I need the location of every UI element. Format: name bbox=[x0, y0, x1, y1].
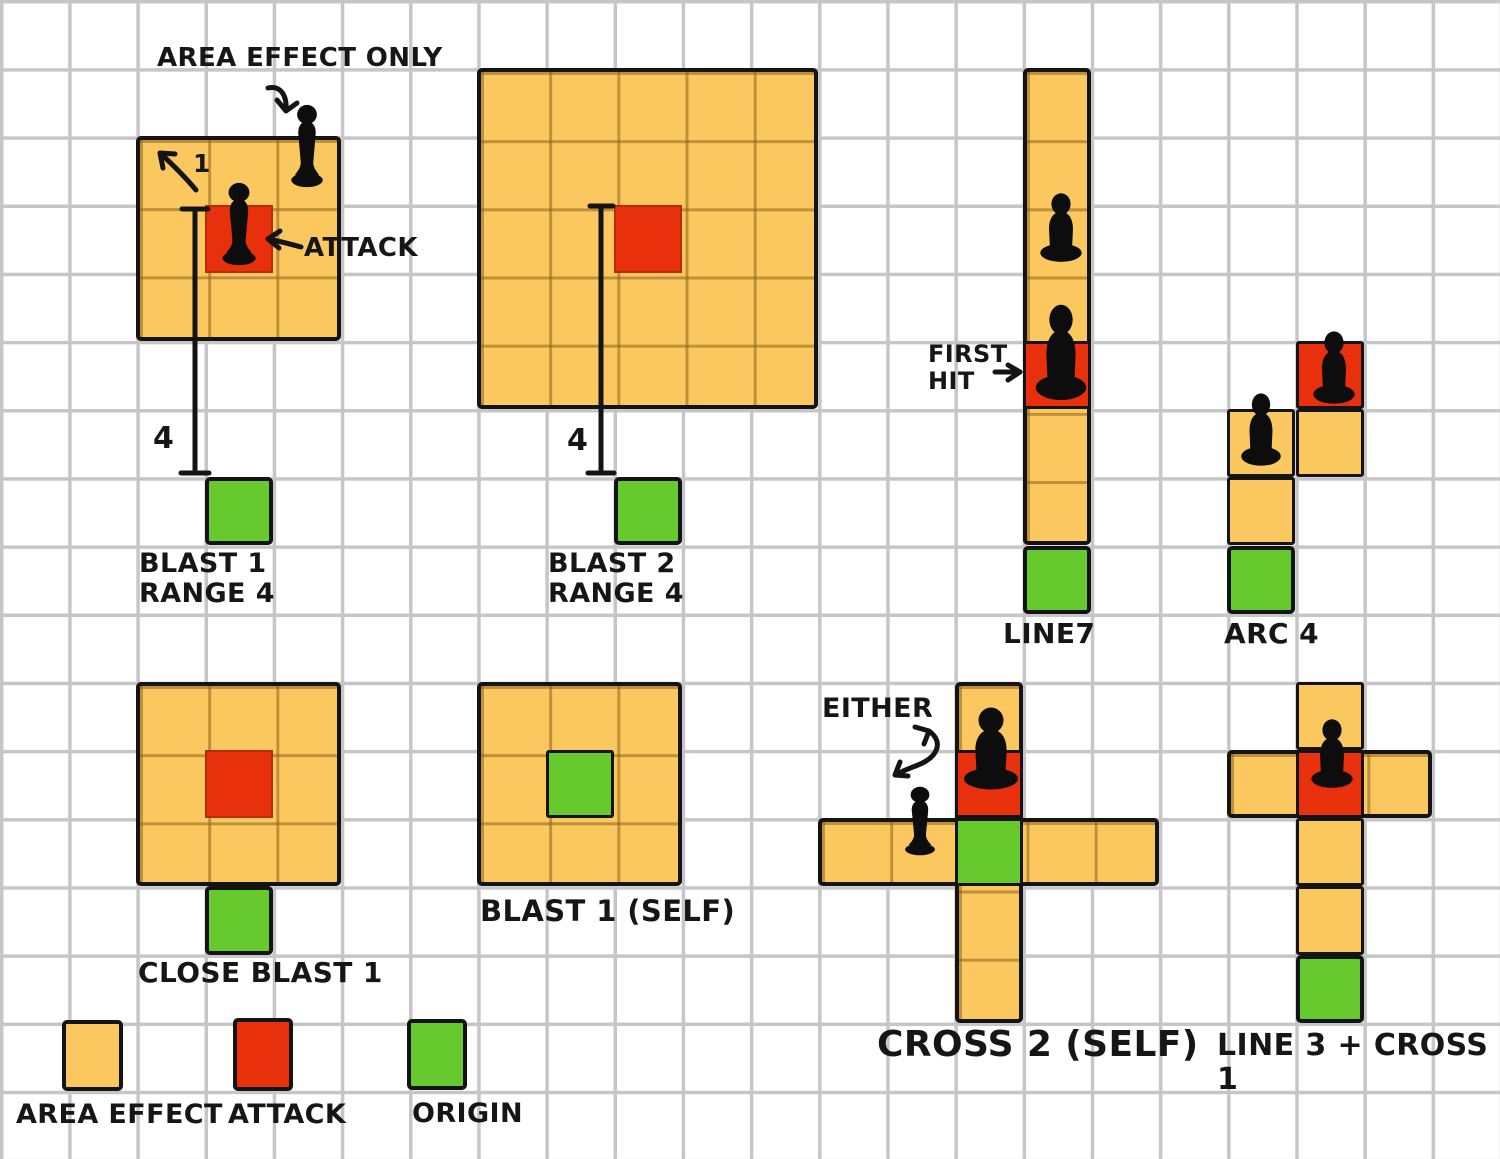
figure-cross2-attack bbox=[964, 707, 1018, 790]
figure-blast1-attack bbox=[222, 182, 256, 266]
line3cross1-line-cell-1 bbox=[1295, 818, 1364, 887]
arrow-either bbox=[892, 724, 940, 779]
caption-cross2-self: CROSS 2 (SELF) bbox=[877, 1024, 1199, 1065]
pawn-figure-template bbox=[291, 104, 323, 188]
seated-figure-template bbox=[1311, 719, 1353, 788]
blastself-origin-cell bbox=[545, 750, 614, 819]
figure-line7-mid bbox=[1040, 193, 1082, 262]
seated-figure-template bbox=[1313, 331, 1355, 404]
line3cross1-line-cell-2 bbox=[1295, 886, 1364, 955]
arc4-cell-up1 bbox=[1227, 477, 1296, 546]
caption-line7: LINE7 bbox=[1003, 617, 1096, 650]
blast1-origin-cell bbox=[204, 477, 273, 546]
label-attack-callout: ATTACK bbox=[304, 233, 418, 263]
blast2-origin-cell bbox=[613, 477, 682, 546]
seated-figure-template bbox=[1040, 193, 1082, 262]
figure-cross2-left bbox=[905, 786, 935, 856]
line7-area bbox=[1022, 68, 1091, 546]
pawn-figure-template bbox=[905, 786, 935, 856]
figure-area-effect-only bbox=[291, 104, 323, 188]
arc4-origin-cell bbox=[1227, 545, 1296, 614]
caption-line3-cross1: LINE 3 + CROSS 1 bbox=[1217, 1028, 1489, 1097]
caption-blast1: BLAST 1 RANGE 4 bbox=[139, 548, 275, 610]
legend-area-swatch bbox=[62, 1020, 123, 1091]
label-range-one: 1 bbox=[193, 149, 211, 178]
caption-closeblast1: CLOSE BLAST 1 bbox=[138, 956, 383, 989]
legend-origin-label: ORIGIN bbox=[412, 1098, 523, 1129]
seated-figure-template bbox=[1035, 304, 1087, 401]
caption-blast1-self: BLAST 1 (SELF) bbox=[480, 894, 736, 928]
label-blast1-distance: 4 bbox=[153, 421, 175, 456]
label-area-effect-only: AREA EFFECT ONLY bbox=[157, 43, 443, 73]
caption-arc4: ARC 4 bbox=[1224, 617, 1320, 650]
line7-origin-cell bbox=[1022, 545, 1091, 614]
legend-attack-swatch bbox=[233, 1018, 293, 1091]
blast2-attack-cell bbox=[613, 204, 682, 273]
legend-origin-swatch bbox=[407, 1019, 467, 1090]
figure-arc4-attack bbox=[1313, 331, 1355, 404]
seated-figure-template bbox=[964, 707, 1018, 790]
closeblast1-attack-cell bbox=[204, 750, 273, 819]
closeblast1-origin-cell bbox=[204, 886, 273, 955]
pawn-figure-template bbox=[222, 182, 256, 266]
caption-blast2: BLAST 2 RANGE 4 bbox=[548, 548, 684, 610]
cross2-origin-cell bbox=[954, 818, 1023, 887]
legend-attack-label: ATTACK bbox=[228, 1099, 347, 1130]
legend-area-label: AREA EFFECT bbox=[16, 1099, 223, 1130]
figure-line7-first-hit bbox=[1035, 304, 1087, 401]
label-either: EITHER bbox=[822, 693, 934, 724]
seated-figure-template bbox=[1241, 393, 1281, 466]
figure-line3cross1-attack bbox=[1311, 719, 1353, 788]
arc4-cell-right bbox=[1295, 409, 1364, 478]
line3cross1-origin-cell bbox=[1295, 954, 1364, 1023]
label-blast2-distance: 4 bbox=[567, 423, 589, 458]
figure-arc4-mid bbox=[1241, 393, 1281, 466]
label-first-hit: FIRST HIT bbox=[928, 340, 1008, 395]
